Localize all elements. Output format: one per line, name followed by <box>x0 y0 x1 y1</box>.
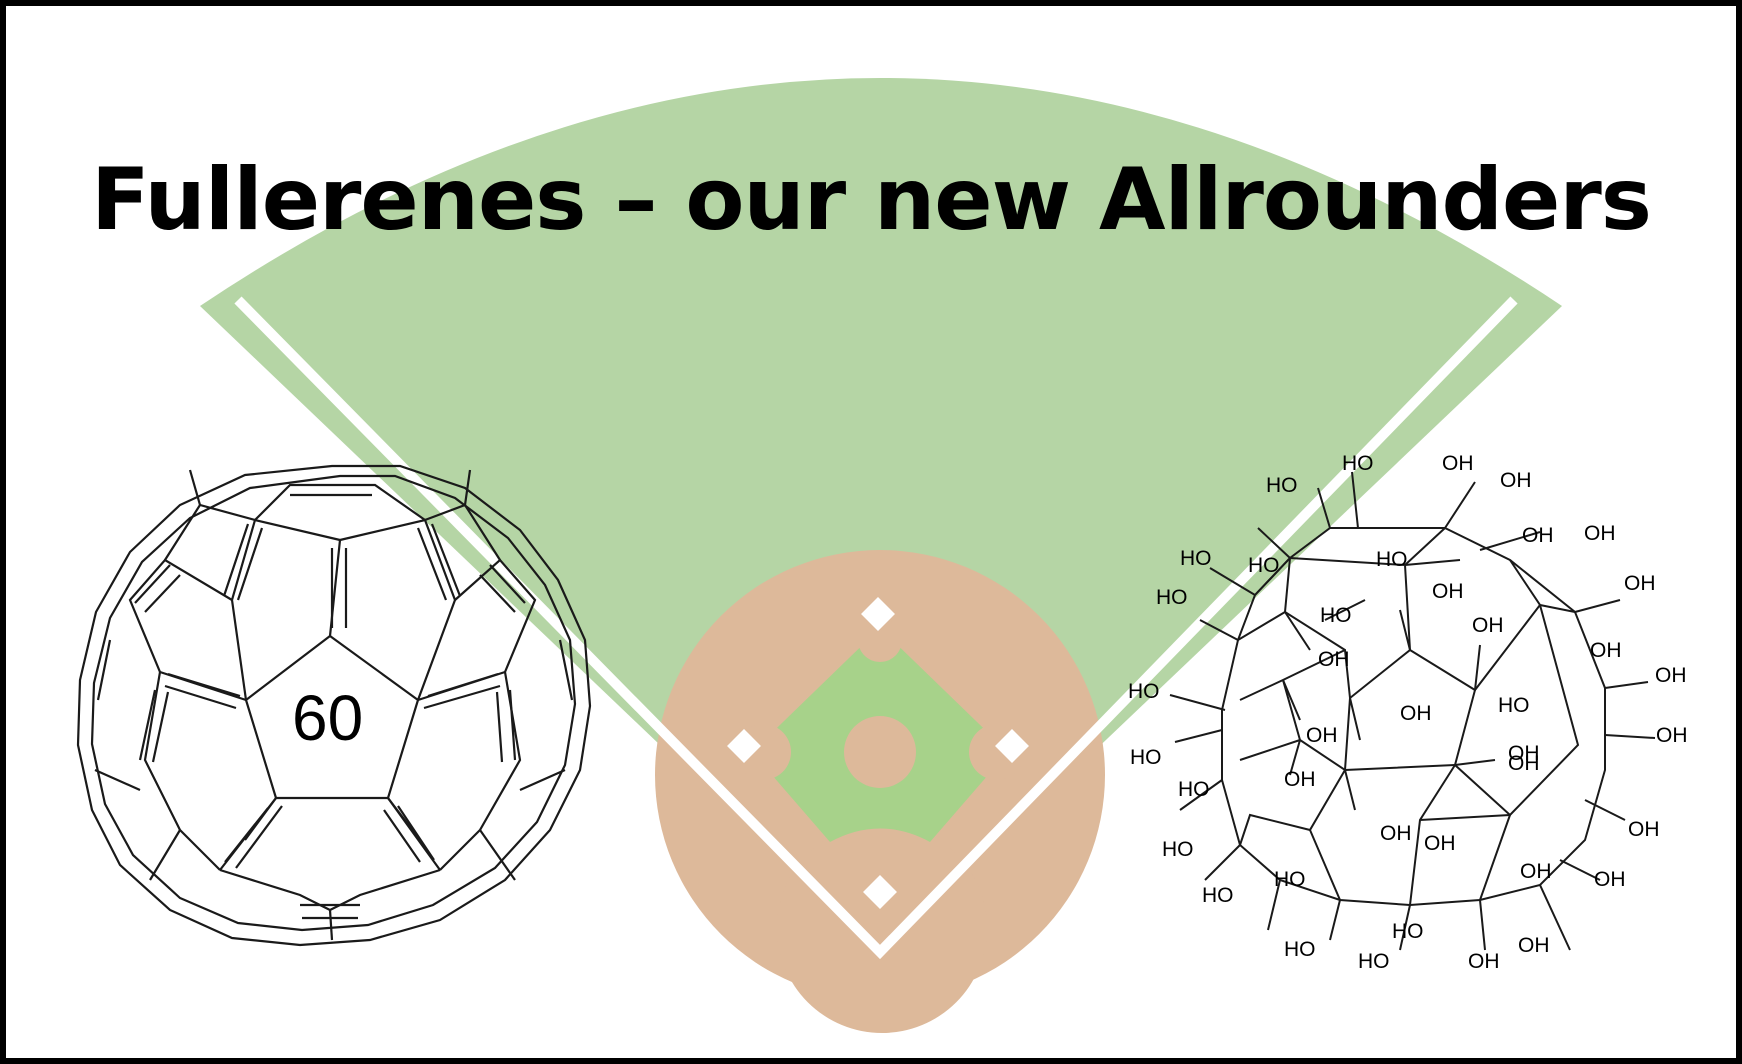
oh-label: OH <box>1284 768 1316 791</box>
oh-label: OH <box>1624 572 1656 595</box>
ho-label: HO <box>1342 452 1374 475</box>
ho-label: HO <box>1274 868 1306 891</box>
oh-label: OH <box>1508 742 1540 765</box>
oh-label: OH <box>1594 868 1626 891</box>
oh-label: OH <box>1306 724 1338 747</box>
oh-label: OH <box>1508 752 1540 775</box>
foul-lines <box>234 296 1518 960</box>
fullerenol-bonds <box>1169 471 1656 951</box>
ho-label: HO <box>1156 586 1188 609</box>
oh-label: OH <box>1522 524 1554 547</box>
oh-label: OH <box>1472 614 1504 637</box>
oh-label: OH <box>1656 724 1688 747</box>
third-base <box>727 729 761 763</box>
ho-label: HO <box>1162 838 1194 861</box>
ho-label: HO <box>1392 920 1424 943</box>
ho-label: HO <box>1128 680 1160 703</box>
ho-label: HO <box>1248 554 1280 577</box>
ho-label: HO <box>1358 950 1390 973</box>
oh-label: OH <box>1518 934 1550 957</box>
ho-label: HO <box>1320 604 1352 627</box>
ho-label: HO <box>1266 474 1298 497</box>
oh-label: OH <box>1400 702 1432 725</box>
home-plate <box>863 875 897 909</box>
oh-label: OH <box>1500 469 1532 492</box>
home-plate-dirt <box>777 823 987 1033</box>
oh-label: OH <box>1520 860 1552 883</box>
oh-label: OH <box>1655 664 1687 687</box>
second-base <box>861 597 895 631</box>
ho-label: HO <box>1376 548 1408 571</box>
oh-label: OH <box>1318 648 1350 671</box>
oh-label: OH <box>1442 452 1474 475</box>
hydroxyl-labels: HO HO OH OH HO HO HO OH OH OH HO HO OH O… <box>1128 452 1688 973</box>
oh-label: OH <box>1590 639 1622 662</box>
c60-label: 60 <box>292 682 363 754</box>
oh-label: OH <box>1584 522 1616 545</box>
oh-label: OH <box>1468 950 1500 973</box>
c60-bonds <box>76 464 592 947</box>
oh-label: OH <box>1424 832 1456 855</box>
ho-label: HO <box>1180 547 1212 570</box>
ho-label: HO <box>1178 778 1210 801</box>
outfield-grass <box>200 78 1562 955</box>
oh-label: OH <box>1380 822 1412 845</box>
slide-title: Fullerenes – our new Allrounders <box>91 150 1652 250</box>
ho-label: HO <box>1130 746 1162 769</box>
ho-label: HO <box>1498 694 1530 717</box>
pitchers-mound <box>844 716 916 788</box>
ho-label: HO <box>1284 938 1316 961</box>
first-base <box>995 729 1029 763</box>
ho-label: HO <box>1202 884 1234 907</box>
oh-label: OH <box>1628 818 1660 841</box>
oh-label: OH <box>1432 580 1464 603</box>
